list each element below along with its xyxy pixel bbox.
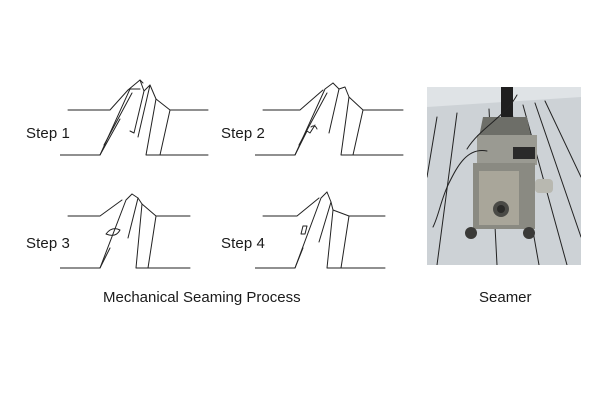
seam-diagram-step-3 [60,193,191,269]
seamer-photo [427,87,581,265]
step-2-label: Step 2 [221,125,265,142]
step-4-label: Step 4 [221,235,265,252]
step-1-label: Step 1 [26,125,70,142]
step-3-label: Step 3 [26,235,70,252]
seam-diagram-step-1 [60,79,209,156]
process-caption: Mechanical Seaming Process [103,289,301,306]
seamer-caption: Seamer [479,289,532,306]
seam-diagram-step-2 [255,82,404,156]
seam-diagram-step-4 [255,191,386,269]
